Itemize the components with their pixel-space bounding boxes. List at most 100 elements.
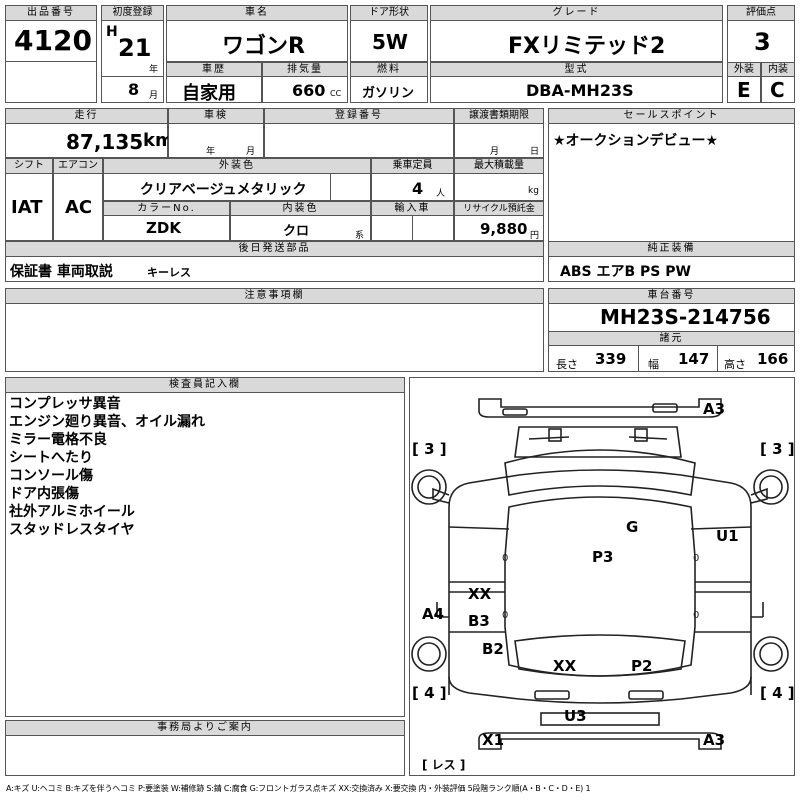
lot-number: 4120 <box>14 24 92 57</box>
recycle-fee: 9,880 <box>480 220 528 238</box>
model-cell <box>430 76 723 103</box>
displacement-unit: CC <box>330 89 342 98</box>
mark-u1: U1 <box>716 527 739 545</box>
registration-month: 8 <box>128 80 140 99</box>
interior-grade: C <box>770 78 785 102</box>
interior-color-cell <box>230 215 371 241</box>
shift-cell <box>5 173 53 241</box>
inspector-note: スタッドレスタイヤ <box>9 522 135 538</box>
mark-b3: B3 <box>468 612 490 630</box>
inspector-note: 社外アルミホイール <box>9 504 135 520</box>
mark-u3: U3 <box>564 707 587 725</box>
exterior-grade: E <box>737 78 751 102</box>
inspector-note: ミラー電格不良 <box>9 432 107 448</box>
color-number: ZDK <box>146 219 181 237</box>
height: 166 <box>757 350 789 368</box>
exterior-grade-header: 外装 <box>727 62 761 77</box>
shift: IAT <box>11 197 43 218</box>
tire-front-right-label: [ 3 ] <box>760 440 795 458</box>
capacity-header: 乗車定員 <box>371 158 454 174</box>
exterior-color: クリアベージュメタリック <box>140 182 307 198</box>
tire-rear-left-label: [ 4 ] <box>412 684 447 702</box>
import-header: 輸入車 <box>371 201 454 216</box>
score: 3 <box>754 28 771 56</box>
deadline-day-unit: 日 <box>530 147 540 157</box>
mark-b2: B2 <box>482 640 504 658</box>
chassis-number-header: 車台番号 <box>548 288 795 304</box>
inspector-note: コンソール傷 <box>9 468 93 484</box>
registration-number-cell <box>264 123 454 158</box>
year-unit: 年 <box>149 65 159 75</box>
length-label: 長さ <box>556 358 578 371</box>
door-type: 5W <box>372 30 408 54</box>
dimensions-header: 諸元 <box>548 331 795 346</box>
mark-a4: A4 <box>422 605 445 623</box>
car-name: ワゴンR <box>222 34 305 59</box>
max-load-unit: kg <box>528 186 539 196</box>
mark-xx-left: XX <box>468 585 492 603</box>
caution-header: 注意事項欄 <box>5 288 544 304</box>
aircon: AC <box>65 197 93 218</box>
deadline-month-unit: 月 <box>490 147 500 157</box>
lot-divider <box>5 61 97 62</box>
document-deadline-cell <box>454 123 544 158</box>
office-header: 事務局よりご案内 <box>5 720 405 736</box>
mark-p2: P2 <box>631 657 653 675</box>
registration-year: 21 <box>118 34 152 62</box>
exterior-color-cell <box>103 173 371 201</box>
aircon-header: エアコン <box>53 158 103 174</box>
grade: FXリミテッド2 <box>508 34 666 59</box>
door-type-header: ドア形状 <box>350 5 428 21</box>
capacity: 4 <box>412 179 424 198</box>
inspection-month-unit: 月 <box>246 147 256 157</box>
model-header: 型式 <box>430 62 723 77</box>
later-parts-extra: キーレス <box>147 266 191 279</box>
mark-rear-a3: A3 <box>703 731 726 749</box>
first-registration-box <box>101 5 164 103</box>
first-registration-header: 初度登録 <box>101 5 164 21</box>
inspector-box <box>5 377 405 717</box>
interior-grade-header: 内装 <box>761 62 795 77</box>
tire-rear-right-label: [ 4 ] <box>760 684 795 702</box>
later-parts-header: 後日発送部品 <box>5 241 544 257</box>
history-cell <box>166 76 262 103</box>
inspector-notes: コンプレッサ異音 エンジン廻り異音、オイル漏れ ミラー電格不良 シートへたり コ… <box>9 395 205 539</box>
history: 自家用 <box>182 83 236 104</box>
grade-cell <box>430 20 723 62</box>
displacement-cell <box>262 76 348 103</box>
inspection-year-unit: 年 <box>206 147 216 157</box>
capacity-cell <box>371 173 454 201</box>
interior-color-header: 内装色 <box>230 201 371 216</box>
mark-xx-rear: XX <box>553 657 577 675</box>
inspection-cell <box>168 123 264 158</box>
sales-point-header: セールスポイント <box>548 108 795 124</box>
svg-text:0: 0 <box>502 553 508 564</box>
interior-color: クロ <box>283 224 310 239</box>
max-load-header: 最大積載量 <box>454 158 544 174</box>
displacement: 660 <box>292 81 326 100</box>
lot-number-header: 出品番号 <box>5 5 97 21</box>
mileage-cell <box>5 123 168 158</box>
svg-text:0: 0 <box>693 610 699 621</box>
recycle-fee-cell <box>454 215 544 241</box>
max-load-cell <box>454 173 544 201</box>
later-parts-cell <box>5 256 544 282</box>
score-header: 評価点 <box>727 5 795 21</box>
mark-g: G <box>626 518 639 536</box>
grade-header: グレード <box>430 5 723 21</box>
svg-text:0: 0 <box>502 610 508 621</box>
model: DBA-MH23S <box>526 81 634 100</box>
length: 339 <box>595 350 627 368</box>
color-number-cell <box>103 215 230 241</box>
factory-equipment: ABS エアB PS PW <box>560 264 691 280</box>
height-label: 高さ <box>724 358 746 371</box>
factory-equipment-header: 純正装備 <box>548 241 795 257</box>
lot-number-box <box>5 5 97 103</box>
recycle-fee-unit: 円 <box>530 231 540 241</box>
later-parts: 保証書 車両取説 <box>10 264 113 280</box>
mileage: 87,135 <box>66 130 144 154</box>
car-name-cell <box>166 20 348 62</box>
width-label: 幅 <box>648 358 659 371</box>
spare-tire-label: [ レス ] <box>422 758 466 772</box>
